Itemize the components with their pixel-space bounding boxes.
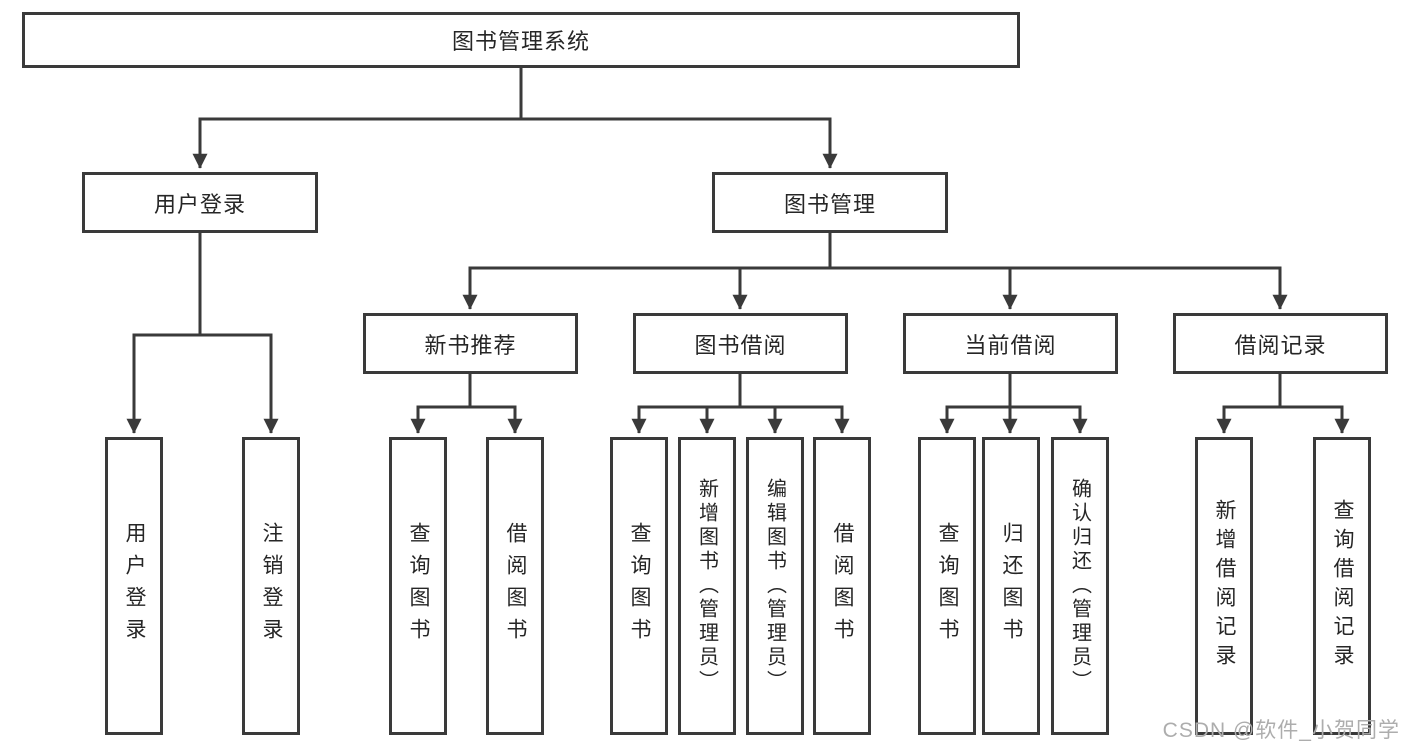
leaf-query-book-recommend: 查询图书	[389, 437, 447, 735]
node-book-borrowing-label: 图书借阅	[694, 332, 787, 358]
node-borrowing-records: 借阅记录	[1173, 313, 1388, 374]
leaf-confirm-return-admin-label: 确认归还（管理员）	[1068, 478, 1091, 694]
leaf-borrow-book-recommend-label: 借阅图书	[504, 522, 527, 650]
leaf-query-book-recommend-label: 查询图书	[407, 522, 430, 650]
leaf-user-login-label: 用户登录	[123, 522, 146, 650]
leaf-edit-book-admin-label: 编辑图书（管理员）	[763, 478, 786, 694]
node-user-login: 用户登录	[82, 172, 318, 233]
leaf-borrow-book: 借阅图书	[813, 437, 871, 735]
leaf-logout: 注销登录	[242, 437, 300, 735]
node-book-management-label: 图书管理	[783, 191, 876, 217]
leaf-confirm-return-admin: 确认归还（管理员）	[1051, 437, 1109, 735]
node-book-borrowing: 图书借阅	[633, 313, 848, 374]
leaf-borrow-book-label: 借阅图书	[831, 522, 854, 650]
leaf-add-borrow-record-label: 新增借阅记录	[1213, 499, 1236, 673]
leaf-return-book-label: 归还图书	[1000, 522, 1023, 650]
leaf-edit-book-admin: 编辑图书（管理员）	[746, 437, 804, 735]
leaf-query-borrow-record: 查询借阅记录	[1313, 437, 1371, 735]
node-current-borrowing: 当前借阅	[903, 313, 1118, 374]
leaf-query-borrow-record-label: 查询借阅记录	[1331, 499, 1354, 673]
leaf-query-book-borrowing-label: 查询图书	[628, 522, 651, 650]
node-book-management: 图书管理	[712, 172, 948, 233]
leaf-query-book-current-label: 查询图书	[936, 522, 959, 650]
leaf-borrow-book-recommend: 借阅图书	[486, 437, 544, 735]
leaf-query-book-current: 查询图书	[918, 437, 976, 735]
node-user-login-label: 用户登录	[153, 191, 246, 217]
leaf-add-book-admin: 新增图书（管理员）	[678, 437, 736, 735]
leaf-add-borrow-record: 新增借阅记录	[1195, 437, 1253, 735]
node-borrowing-records-label: 借阅记录	[1234, 332, 1327, 358]
node-root: 图书管理系统	[22, 12, 1020, 68]
node-current-borrowing-label: 当前借阅	[964, 332, 1057, 358]
node-new-book-recommend-label: 新书推荐	[424, 332, 517, 358]
watermark-text: CSDN @软件_小贺同学	[1162, 719, 1400, 742]
leaf-user-login: 用户登录	[105, 437, 163, 735]
node-new-book-recommend: 新书推荐	[363, 313, 578, 374]
leaf-query-book-borrowing: 查询图书	[610, 437, 668, 735]
node-root-label: 图书管理系统	[451, 29, 590, 54]
leaf-logout-label: 注销登录	[260, 522, 283, 650]
leaf-add-book-admin-label: 新增图书（管理员）	[695, 478, 718, 694]
leaf-return-book: 归还图书	[982, 437, 1040, 735]
